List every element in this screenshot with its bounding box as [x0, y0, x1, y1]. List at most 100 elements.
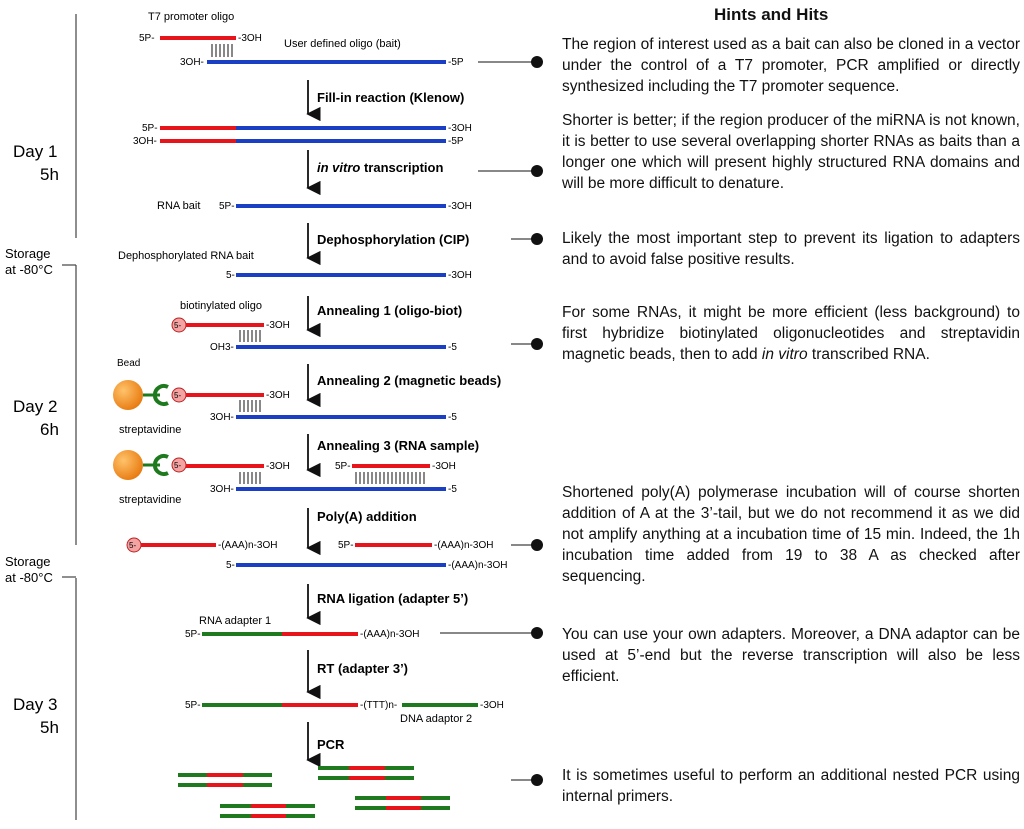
end-label: -(AAA)n-3OH — [218, 540, 277, 551]
end-label: -3OH — [480, 700, 504, 711]
end-label: -(AAA)n-3OH — [434, 540, 493, 551]
day3-label: Day 3 — [13, 695, 57, 714]
end-label: OH3- — [210, 342, 234, 353]
biotin-label: 5- — [129, 541, 136, 550]
biot-oligo-label: biotinylated oligo — [180, 300, 262, 312]
streptavidine-label: streptavidine — [119, 494, 181, 506]
hint-dot — [531, 539, 543, 551]
step-label-pcr: PCR — [317, 737, 345, 752]
end-label: -5 — [448, 342, 457, 353]
step-label-fill-in: Fill-in reaction (Klenow) — [317, 90, 464, 105]
step-label-dephosphorylation: Dephosphorylation (CIP) — [317, 232, 469, 247]
hint-dot — [531, 774, 543, 786]
end-label: -(AAA)n-3OH — [448, 560, 507, 571]
end-label: -3OH — [432, 461, 456, 472]
pcr-product — [178, 773, 272, 787]
end-label: 3OH- — [180, 57, 204, 68]
pcr-product — [355, 796, 450, 810]
end-label: -3OH — [448, 123, 472, 134]
biotin-label: 5- — [174, 321, 181, 330]
end-label: -3OH — [238, 33, 262, 44]
end-label: 5P- — [335, 461, 351, 472]
user-oligo-label: User defined oligo (bait) — [284, 38, 401, 50]
base-pairing — [239, 330, 261, 342]
day3-time: 5h — [40, 718, 59, 737]
end-label: -5P — [448, 57, 464, 68]
end-label: 5- — [226, 270, 235, 281]
end-label: 5P- — [139, 33, 155, 44]
end-label: -5 — [448, 412, 457, 423]
hint-dot — [531, 627, 543, 639]
rna-adapter1-label: RNA adapter 1 — [199, 615, 271, 627]
bead-label: Bead — [117, 358, 140, 369]
hint-nested-pcr: It is sometimes useful to perform an add… — [562, 767, 1020, 805]
biotin-label: 5- — [174, 391, 181, 400]
streptavidin-icon — [152, 454, 169, 476]
end-label: 5P- — [219, 201, 235, 212]
bead-icon — [113, 450, 143, 480]
step-label-ligation: RNA ligation (adapter 5’) — [317, 591, 468, 606]
storage-label: Storage — [5, 246, 51, 261]
end-label: -(TTT)n- — [360, 700, 397, 711]
step-label-polya: Poly(A) addition — [317, 509, 417, 524]
hint-dephosphorylation: Likely the most important step to preven… — [562, 230, 1020, 268]
t7-oligo-label: T7 promoter oligo — [148, 11, 234, 23]
end-label: 3OH- — [133, 136, 157, 147]
dna-adaptor2-label: DNA adaptor 2 — [400, 713, 472, 725]
day2-time: 6h — [40, 420, 59, 439]
streptavidine-label: streptavidine — [119, 424, 181, 436]
hint-dot — [531, 233, 543, 245]
step-label-italic: in vitro — [317, 160, 360, 175]
end-label: -3OH — [266, 390, 290, 401]
hint-dots — [531, 56, 543, 786]
base-pairing — [211, 44, 233, 57]
end-label: 3OH- — [210, 484, 234, 495]
hint-beads-italic: in vitro — [761, 346, 808, 363]
hint-beads-text: For some RNAs, it might be more efficien… — [562, 304, 1020, 363]
step-label-annealing3: Annealing 3 (RNA sample) — [317, 438, 479, 453]
hint-dot — [531, 338, 543, 350]
biotin-label: 5- — [174, 461, 181, 470]
step-label-transcription: in vitro transcription — [317, 160, 443, 175]
hint-shorter-better: Shorter is better; if the region produce… — [562, 112, 1020, 192]
step-label-rest: transcription — [360, 160, 443, 175]
rna-bait-label: RNA bait — [157, 200, 200, 212]
streptavidin-icon — [152, 384, 169, 406]
end-label: -5 — [448, 484, 457, 495]
end-label: -3OH — [448, 270, 472, 281]
end-label: 3OH- — [210, 412, 234, 423]
end-label: 5P- — [185, 700, 201, 711]
end-label: 5- — [226, 560, 235, 571]
storage-temp: at -80°C — [5, 570, 53, 585]
day1-label: Day 1 — [13, 142, 57, 161]
hint-own-adapters: You can use your own adapters. Moreover,… — [562, 626, 1020, 685]
step-label-annealing1: Annealing 1 (oligo-biot) — [317, 303, 462, 318]
hint-bait-cloning: The region of interest used as a bait ca… — [562, 36, 1020, 95]
end-label: -3OH — [266, 320, 290, 331]
end-label: 5P- — [338, 540, 354, 551]
hints-title: Hints and Hits — [714, 5, 829, 24]
hint-dot — [531, 165, 543, 177]
dephos-bait-label: Dephosphorylated RNA bait — [118, 250, 254, 262]
end-label: 5P- — [185, 629, 201, 640]
hint-dot — [531, 56, 543, 68]
end-label: 5P- — [142, 123, 158, 134]
base-pairing — [239, 400, 261, 412]
step-label-annealing2: Annealing 2 (magnetic beads) — [317, 373, 501, 388]
step-label-rt: RT (adapter 3’) — [317, 661, 408, 676]
pcr-product — [318, 766, 414, 780]
storage-temp: at -80°C — [5, 262, 53, 277]
hint-beads-text-end: transcribed RNA. — [807, 346, 930, 363]
end-label: -5P — [448, 136, 464, 147]
pcr-product — [220, 804, 315, 818]
end-label: -(AAA)n-3OH — [360, 629, 419, 640]
bead-icon — [113, 380, 143, 410]
hint-polya-incubation: Shortened poly(A) polymerase incubation … — [562, 484, 1020, 585]
end-label: -3OH — [266, 461, 290, 472]
day2-label: Day 2 — [13, 397, 57, 416]
storage-label: Storage — [5, 554, 51, 569]
end-label: -3OH — [448, 201, 472, 212]
base-pairing — [239, 472, 261, 484]
hint-beads-first: For some RNAs, it might be more efficien… — [562, 302, 1020, 365]
